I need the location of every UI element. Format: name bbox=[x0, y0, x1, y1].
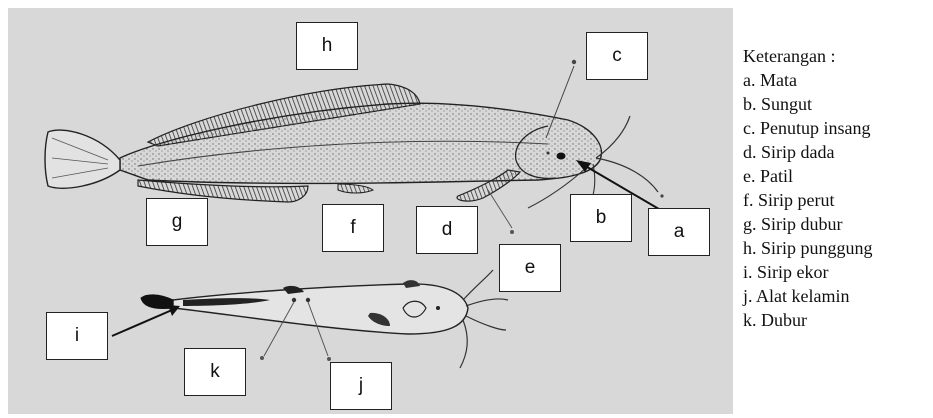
legend-item-k: k. Dubur bbox=[743, 308, 873, 332]
label-box-b: b bbox=[570, 194, 632, 242]
label-box-c: c bbox=[586, 32, 648, 80]
fish-body-top bbox=[173, 284, 468, 334]
legend-item-d: d. Sirip dada bbox=[743, 140, 873, 164]
label-box-d: d bbox=[416, 206, 478, 254]
legend-item-g: g. Sirip dubur bbox=[743, 212, 873, 236]
arrow-i bbox=[112, 305, 180, 336]
diagram-figure: h c g f d b a e i k j bbox=[8, 8, 733, 414]
label-box-h: h bbox=[296, 22, 358, 70]
legend-item-b: b. Sungut bbox=[743, 92, 873, 116]
legend-item-e: e. Patil bbox=[743, 164, 873, 188]
label-box-e: e bbox=[499, 244, 561, 292]
label-box-f: f bbox=[322, 204, 384, 252]
legend-item-i: i. Sirip ekor bbox=[743, 260, 873, 284]
legend-item-f: f. Sirip perut bbox=[743, 188, 873, 212]
label-box-a: a bbox=[648, 208, 710, 256]
label-box-g: g bbox=[146, 198, 208, 246]
legend-item-a: a. Mata bbox=[743, 68, 873, 92]
legend: Keterangan : a. Mata b. Sungut c. Penutu… bbox=[743, 44, 873, 332]
caudal-fin bbox=[45, 130, 120, 188]
legend-item-c: c. Penutup insang bbox=[743, 116, 873, 140]
legend-item-h: h. Sirip punggung bbox=[743, 236, 873, 260]
label-box-j: j bbox=[330, 362, 392, 410]
label-box-k: k bbox=[184, 348, 246, 396]
legend-title: Keterangan : bbox=[743, 44, 873, 68]
label-box-i: i bbox=[46, 312, 108, 360]
legend-item-j: j. Alat kelamin bbox=[743, 284, 873, 308]
fish-eye bbox=[557, 153, 566, 160]
